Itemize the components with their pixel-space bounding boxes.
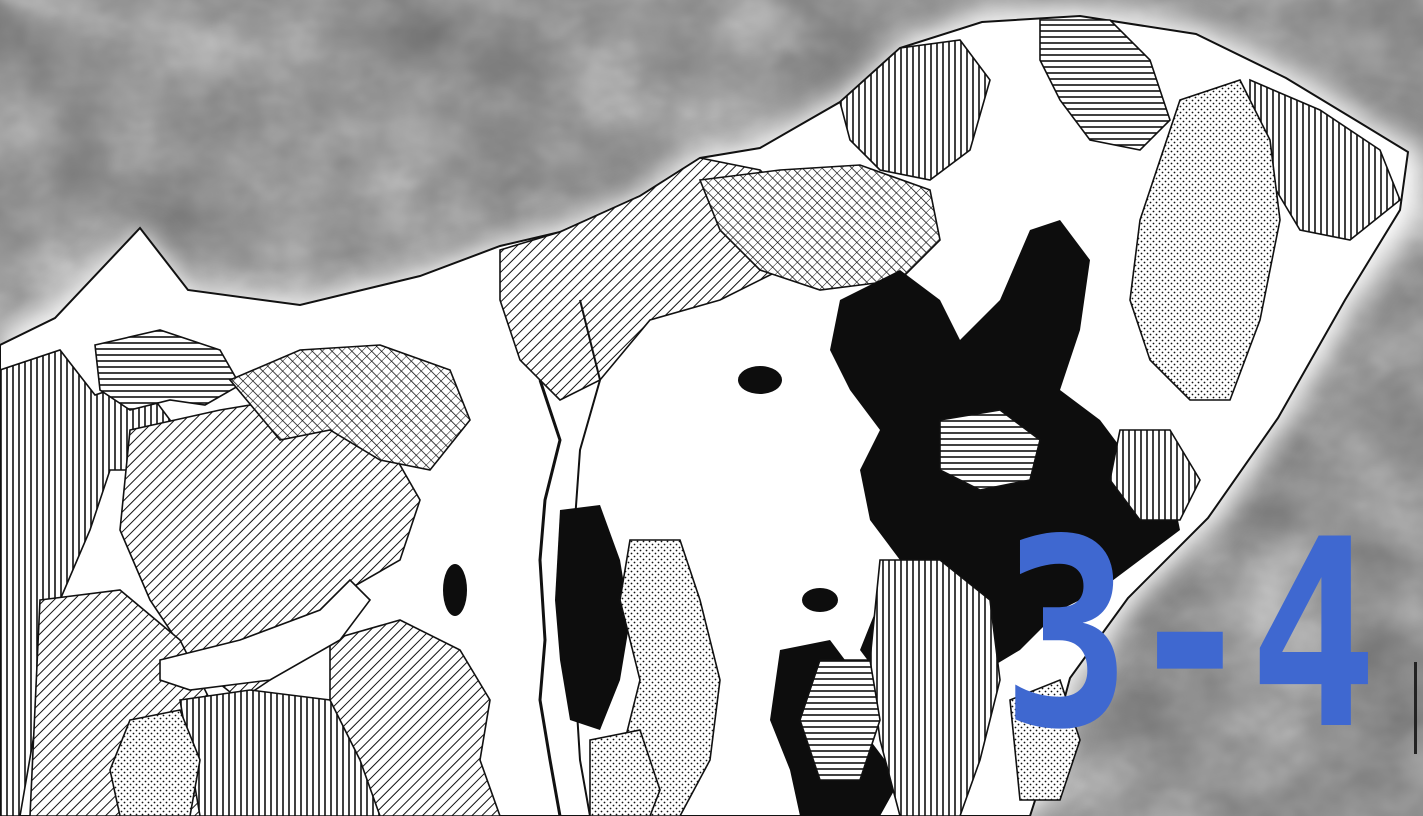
region-stipple-east [1009,678,1081,801]
region-black-spot-2 [738,366,782,394]
region-horizontal-east [939,409,1041,491]
region-stipple-southwest [109,709,201,816]
region-cross-north [698,164,941,291]
region-black-west [555,505,630,730]
region-horizontal-northwest [94,329,242,411]
region-black-spot-3 [802,588,838,612]
region-stipple-south [589,729,661,816]
chapter-number: 3-4 [1002,485,1378,787]
region-diagonal-center-west [329,619,501,816]
region-stipple-northeast [1129,79,1281,401]
region-cross-west [228,344,471,471]
region-vertical-east [1109,429,1201,521]
lake-west [159,578,372,691]
region-vertical-north [839,39,991,181]
region-horizontal-southcenter [799,659,881,781]
edge-bar [1414,662,1417,754]
region-horizontal-north [1039,19,1171,151]
river-central [538,379,562,816]
region-black-spot [443,564,467,616]
